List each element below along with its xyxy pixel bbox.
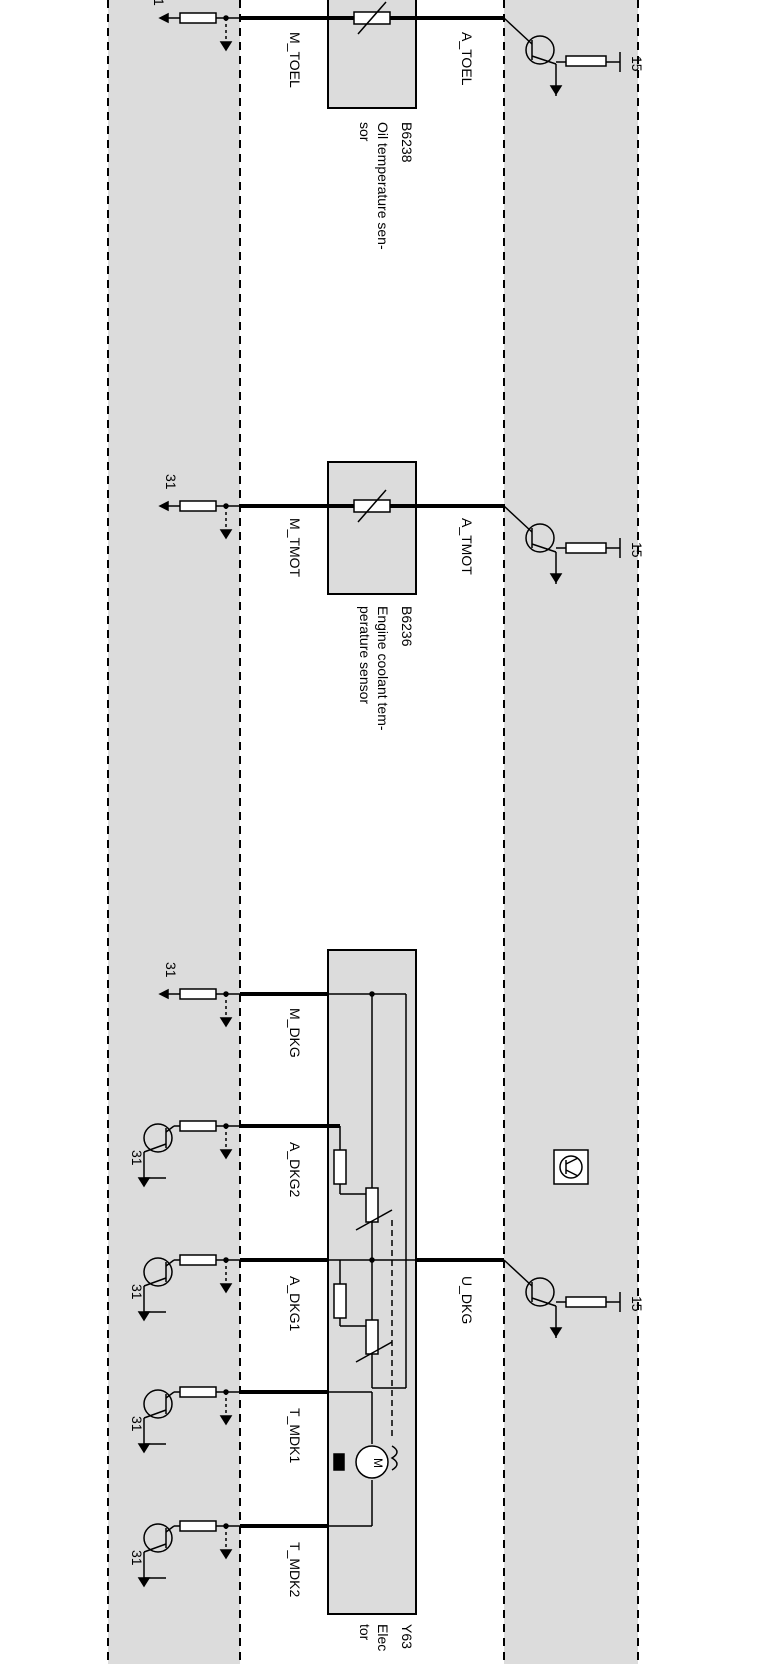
- ground-terminal-label: 31: [163, 474, 179, 490]
- sensor-box: [327, 461, 417, 595]
- driver-stage-right: [503, 505, 621, 584]
- actuator-description-line1: Elec: [375, 1624, 391, 1651]
- motor-symbol: [333, 1445, 398, 1479]
- supply-terminal-label: 15: [629, 1296, 645, 1312]
- internal-wiring: [328, 991, 416, 1527]
- supply-terminal-label: 15: [629, 542, 645, 558]
- ground-signal-label: M_TOEL: [287, 32, 303, 88]
- driver-stage-a-dkg2: [137, 1120, 240, 1188]
- input-stage-left: [158, 12, 240, 52]
- actuator-id: Y63: [399, 1624, 415, 1649]
- pin-label-m-dkg: M_DKG: [287, 1008, 303, 1058]
- transistor-reference-icon: [553, 1149, 589, 1185]
- driver-stage-a-dkg1: [137, 1254, 240, 1322]
- sensor-id: B6238: [399, 122, 415, 163]
- supply-signal-label: U_DKG: [459, 1276, 475, 1324]
- pin-label-t-mdk2: T_MDK2: [287, 1542, 303, 1597]
- driver-stage-u-dkg: [503, 1259, 621, 1338]
- pin-terminal-label: 31: [129, 1284, 145, 1300]
- analog-signal-label: A_TOEL: [459, 32, 475, 86]
- pin-label-a-dkg2: A_DKG2: [287, 1142, 303, 1197]
- left-band: [108, 0, 240, 1664]
- ntc-resistor-symbol: [353, 1, 391, 35]
- band-borders: [107, 0, 639, 1664]
- pin-terminal-label: 31: [163, 962, 179, 978]
- analog-signal-label: A_TMOT: [459, 518, 475, 575]
- ground-stage-m-dkg: [158, 988, 240, 1028]
- driver-stage-t-mdk1: [137, 1386, 240, 1454]
- input-stage-left: [158, 500, 240, 540]
- ntc-resistor-symbol: [353, 489, 391, 523]
- motor-label: M: [371, 1458, 385, 1468]
- sensor-id: B6236: [399, 606, 415, 647]
- actuator-y63: M 31 31: [129, 949, 645, 1651]
- pin-label-a-dkg1: A_DKG1: [287, 1276, 303, 1331]
- sensor-description-line1: Engine coolant tem-: [375, 606, 391, 731]
- pin-terminal-label: 31: [129, 1150, 145, 1166]
- pin-wires: [240, 992, 504, 1528]
- supply-terminal-label: 15: [629, 56, 645, 72]
- sensor-description-line2: sor: [357, 122, 373, 142]
- pin-label-t-mdk1: T_MDK1: [287, 1408, 303, 1463]
- pin-terminal-label: 31: [129, 1416, 145, 1432]
- driver-stage-right: [503, 17, 621, 96]
- right-band: [504, 0, 638, 1664]
- pin-terminal-label: 31: [129, 1550, 145, 1566]
- sensor-description-line1: Oil temperature sen-: [375, 122, 391, 250]
- driver-stage-t-mdk2: [137, 1520, 240, 1588]
- actuator-description-line2: tor: [357, 1624, 373, 1641]
- sensor-b6238: 1 15 M_TOEL A_TOEL B6238 Oil temperature…: [151, 0, 645, 250]
- ground-signal-label: M_TMOT: [287, 518, 303, 578]
- sensor-description-line2: perature sensor: [357, 606, 373, 704]
- sensor-b6236: 31 15 M_TMOT A_TMOT B6236 Engine coolant…: [158, 461, 645, 731]
- ground-terminal-label: 1: [151, 0, 167, 6]
